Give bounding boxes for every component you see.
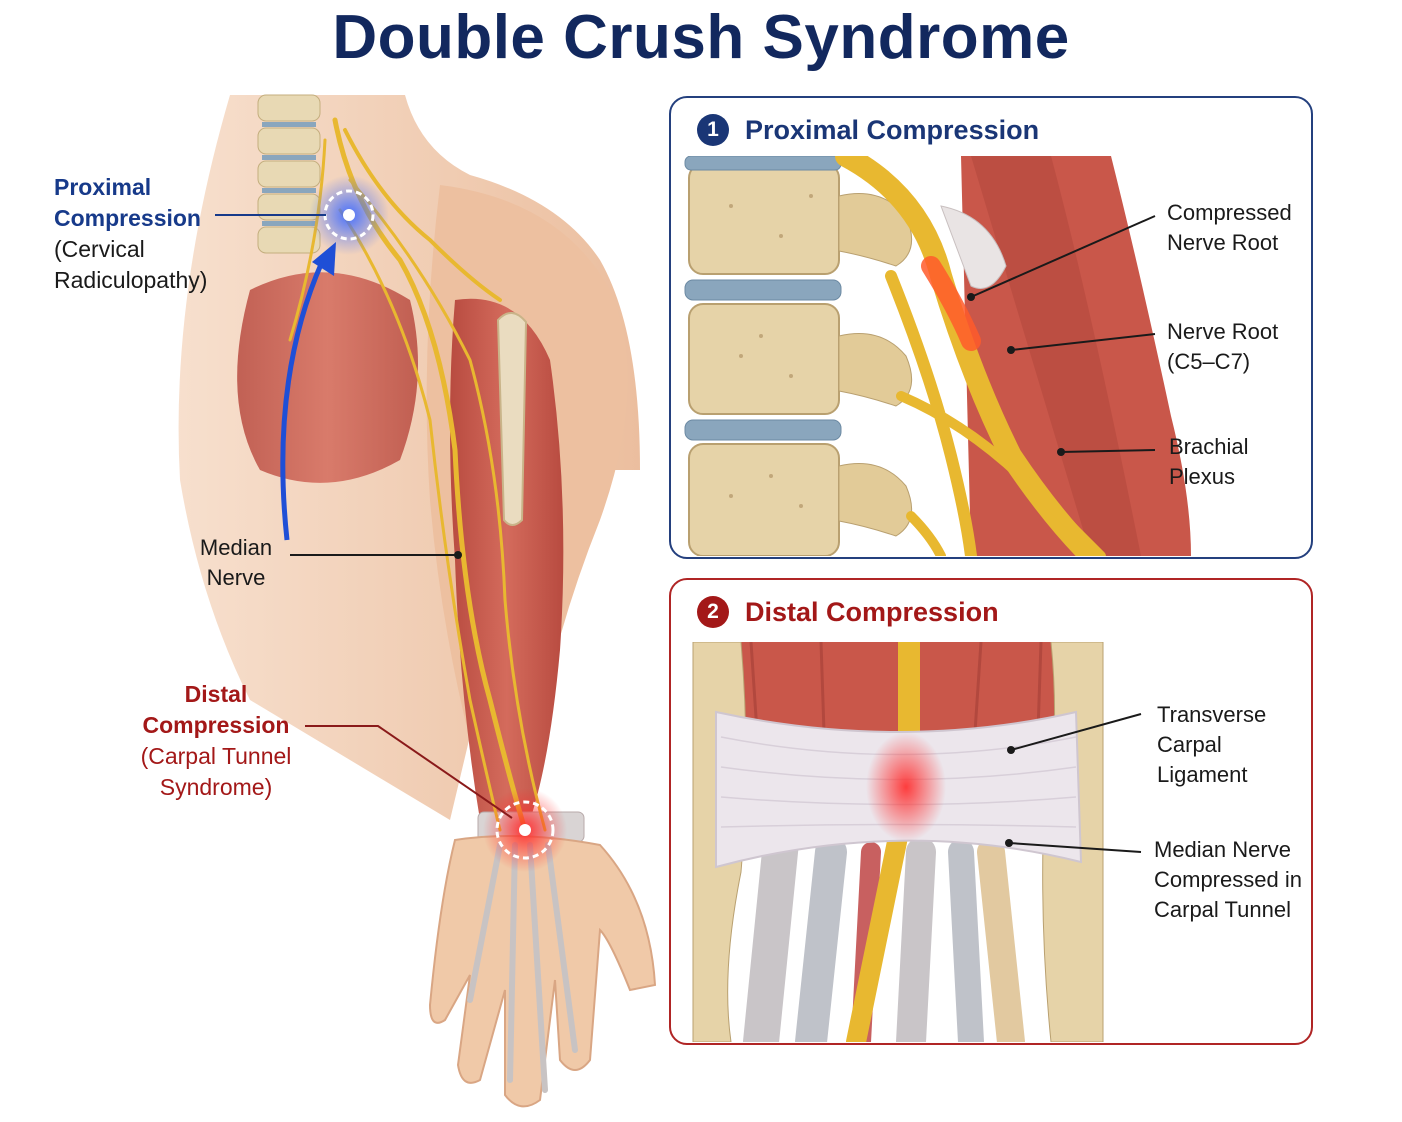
median-nerve-compressed-label: Median Nerve Compressed in Carpal Tunnel bbox=[1154, 837, 1302, 922]
proximal-subtext: (Cervical Radiculopathy) bbox=[54, 236, 208, 293]
proximal-compression-label: Proximal Compression (Cervical Radiculop… bbox=[54, 172, 207, 296]
distal-subtext: (Carpal Tunnel Syndrome) bbox=[140, 743, 292, 800]
compressed-nerve-root-label: Compressed Nerve Root bbox=[1167, 200, 1292, 255]
arm-illustration bbox=[178, 94, 657, 1108]
cervical-spine bbox=[257, 94, 321, 254]
cervical-spine-closeup bbox=[684, 156, 1191, 556]
brachial-plexus-label: Brachial Plexus bbox=[1169, 434, 1249, 489]
upward-arrow-icon bbox=[280, 242, 336, 541]
panel-1-number-badge: 1 bbox=[697, 114, 729, 146]
panel-1-title-text: Proximal Compression bbox=[745, 114, 1040, 145]
panel-2-title: 2 Distal Compression bbox=[697, 592, 999, 632]
proximal-compression-panel: 1 Proximal Compression bbox=[669, 96, 1313, 559]
distal-compression-label: Distal Compression (Carpal Tunnel Syndro… bbox=[130, 679, 302, 803]
humerus-bone bbox=[496, 312, 528, 526]
forearm-muscles bbox=[450, 298, 564, 820]
panel-1-title: 1 Proximal Compression bbox=[697, 110, 1039, 150]
hand-tendons bbox=[467, 842, 578, 1093]
carpal-tunnel-closeup bbox=[692, 642, 1142, 1042]
distal-leader-line bbox=[305, 725, 513, 819]
transverse-carpal-ligament-label: Transverse Carpal Ligament bbox=[1157, 702, 1267, 787]
panel-2-number-badge: 2 bbox=[697, 596, 729, 628]
distal-heading: Distal Compression bbox=[142, 681, 290, 738]
median-nerve-label: Median Nerve bbox=[199, 535, 273, 590]
panel-2-title-text: Distal Compression bbox=[745, 596, 999, 627]
distal-compression-panel: 2 Distal Compression bbox=[669, 578, 1313, 1045]
nerve-root-c5-c7-label: Nerve Root (C5–C7) bbox=[1167, 319, 1279, 374]
page-title: Double Crush Syndrome bbox=[332, 3, 1070, 72]
distal-compression-marker-icon bbox=[483, 788, 567, 872]
proximal-heading: Proximal Compression bbox=[54, 174, 201, 231]
